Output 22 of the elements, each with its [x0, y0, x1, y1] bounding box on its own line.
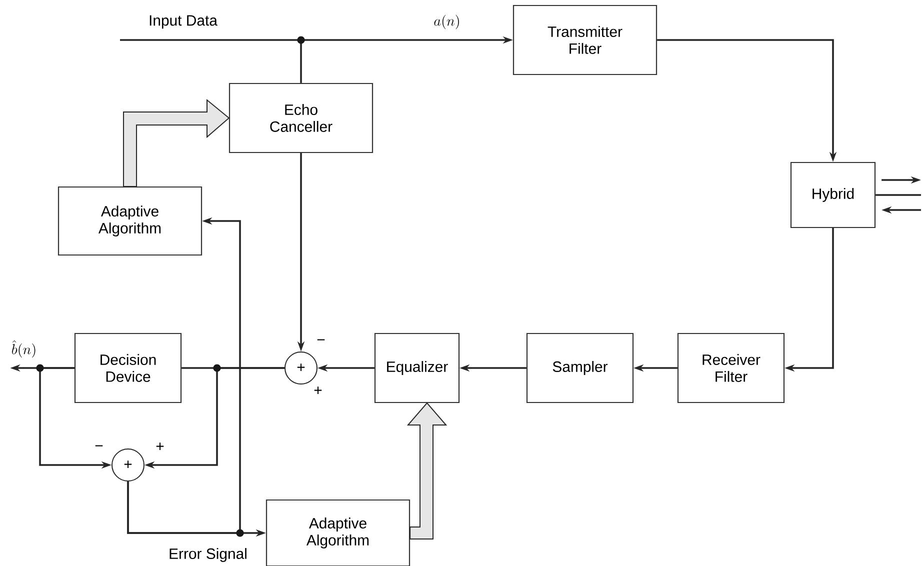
sign-label: +: [314, 386, 322, 394]
process-box: Hybrid: [790, 162, 876, 228]
sign-label: +: [156, 442, 164, 450]
process-box: Adaptive Algorithm: [266, 499, 410, 566]
block-arrow: [406, 402, 448, 540]
sign-label: −: [95, 445, 103, 446]
signal-label: $\hat{b}(n)$: [12, 340, 36, 358]
summing-junction: +: [284, 352, 318, 384]
process-box: Transmitter Filter: [512, 4, 658, 76]
process-box: Equalizer: [374, 332, 460, 404]
connector-line: [876, 194, 921, 196]
sign-label: −: [317, 339, 325, 340]
process-box: Echo Canceller: [228, 82, 374, 154]
process-box: Decision Device: [74, 332, 182, 404]
signal-label: Input Data: [150, 15, 218, 29]
process-box: Sampler: [526, 332, 634, 404]
process-box: Receiver Filter: [677, 332, 785, 404]
signal-label: $a(n)$: [434, 14, 459, 30]
summing-junction: +: [112, 448, 144, 482]
block-arrow: [123, 98, 230, 187]
signal-label: Error Signal: [170, 548, 246, 562]
process-box: Adaptive Algorithm: [58, 186, 202, 256]
